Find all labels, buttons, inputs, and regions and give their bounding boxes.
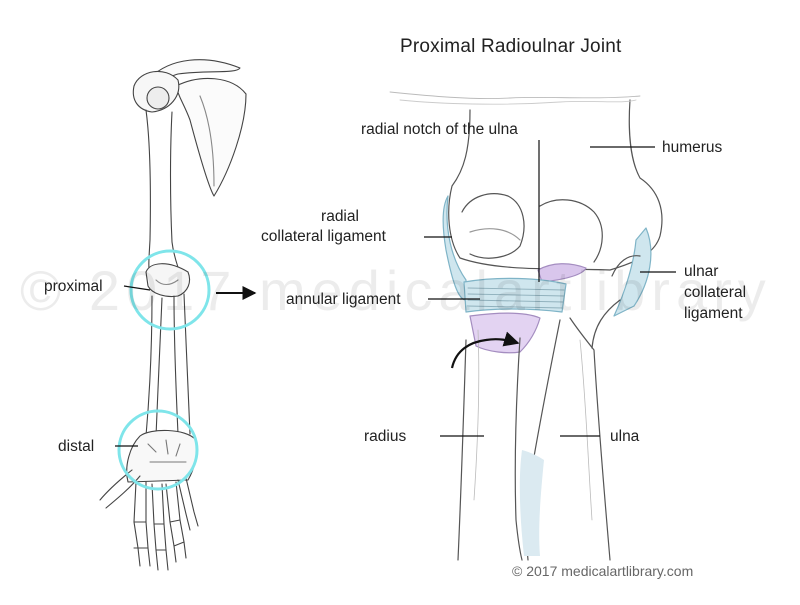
arm-skeleton	[99, 59, 247, 571]
label-radial-collateral-line2: collateral ligament	[261, 228, 386, 245]
proximal-circle	[129, 249, 211, 331]
ulnar-collateral-ligament	[613, 227, 652, 317]
label-radial-notch: radial notch of the ulna	[361, 121, 518, 138]
highlight-circles	[117, 249, 211, 491]
elbow-bones	[145, 263, 191, 298]
label-proximal: proximal	[44, 278, 103, 295]
shoulder-bones	[132, 59, 247, 197]
radial-collateral-ligament	[442, 195, 467, 301]
label-radial-collateral-line1: radial	[321, 208, 359, 225]
label-radius: radius	[364, 428, 407, 445]
hand-bones	[99, 429, 199, 571]
rotation-arrow	[450, 331, 520, 369]
page-title: Proximal Radioulnar Joint	[400, 36, 622, 57]
label-ulnar-collateral-line2: collateral	[684, 284, 747, 301]
label-ulnar-collateral-line1: ulnar	[684, 263, 719, 280]
proximal-leader	[123, 285, 151, 291]
label-ulna: ulna	[610, 428, 640, 445]
radius-neck	[469, 312, 541, 354]
label-humerus: humerus	[662, 139, 723, 156]
forearm-bones	[145, 293, 191, 437]
label-ulnar-collateral-line3: ligament	[684, 305, 743, 322]
distal-circle	[117, 409, 199, 491]
leader-lines	[115, 140, 676, 447]
radius-shaft	[457, 337, 523, 561]
label-distal: distal	[58, 438, 95, 455]
copyright-notice: © 2017 medicalartlibrary.com	[512, 563, 694, 579]
label-annular-ligament: annular ligament	[286, 291, 401, 308]
interosseous-membrane	[519, 450, 544, 556]
joint-detail	[389, 91, 663, 561]
humerus-bone	[145, 109, 181, 277]
radial-notch-cartilage	[537, 263, 587, 283]
